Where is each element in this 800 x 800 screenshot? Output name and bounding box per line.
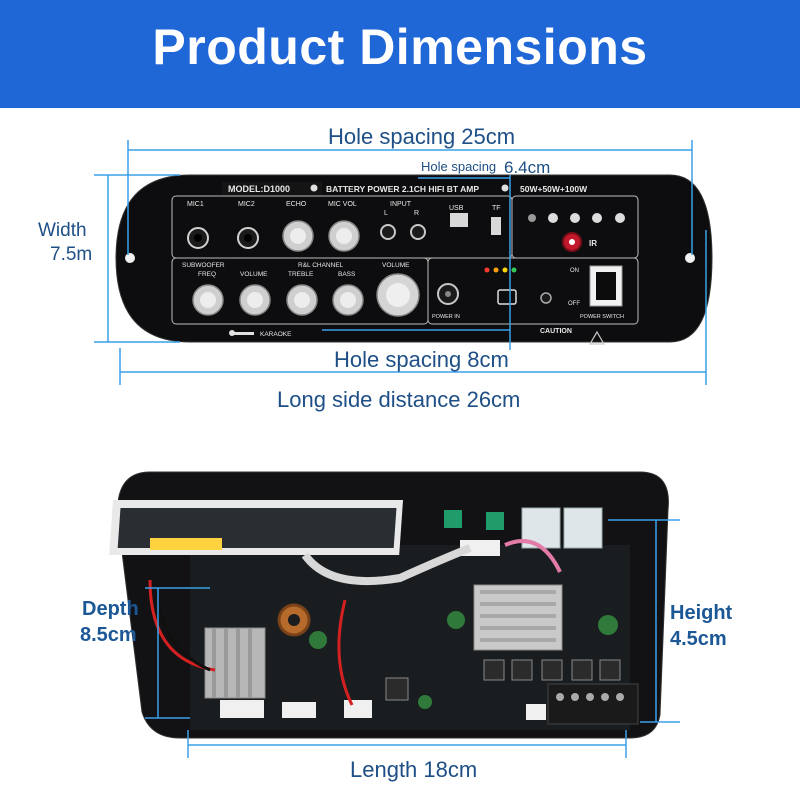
label-input: INPUT [390, 201, 412, 208]
amplifier-board [109, 471, 669, 739]
bottom-dimension-lines [145, 519, 680, 758]
caution-icon [588, 330, 606, 345]
label-power-in: POWER IN [432, 314, 460, 320]
depth-label: Depth [82, 598, 139, 620]
label-rl-channel: R&L CHANNEL [298, 262, 344, 269]
microphone-icon [232, 332, 254, 335]
label-usb: USB [449, 205, 464, 212]
label-input-l: L [384, 210, 388, 217]
long-side-distance-label: Long side distance 26cm [277, 387, 521, 412]
mounting-hole-left [125, 253, 135, 263]
front-panel: MODEL:D1000 BATTERY POWER 2.1CH HIFI BT … [115, 174, 713, 345]
height-value: 4.5cm [670, 628, 727, 650]
label-subwoofer: SUBWOOFER [182, 262, 225, 269]
label-bass: BASS [338, 271, 356, 278]
panel-power: 50W+50W+100W [520, 184, 588, 194]
length-label: Length 18cm [350, 757, 478, 782]
width-label: Width [38, 220, 87, 241]
label-karaoke: KARAOKE [260, 331, 292, 338]
page-title: Product Dimensions [152, 19, 648, 75]
mounting-hole-right [685, 253, 695, 263]
hole-spacing-small-label: Hole spacing [421, 159, 497, 174]
top-dimension-lines [94, 140, 707, 385]
label-volume-main: VOLUME [382, 262, 410, 269]
label-on: ON [570, 268, 579, 274]
label-mic2: MIC2 [238, 201, 255, 208]
label-volume: VOLUME [240, 271, 268, 278]
label-mic1: MIC1 [187, 201, 204, 208]
label-echo: ECHO [286, 201, 307, 208]
hole-spacing-bottom-label: Hole spacing 8cm [334, 347, 509, 372]
label-ir: IR [589, 239, 597, 248]
depth-value: 8.5cm [80, 624, 137, 646]
panel-title: BATTERY POWER 2.1CH HIFI BT AMP [326, 184, 479, 194]
label-power-switch: POWER SWITCH [580, 314, 624, 320]
width-value: 7.5m [50, 244, 93, 265]
label-treble: TREBLE [288, 271, 314, 278]
header-banner [0, 0, 800, 108]
label-off: OFF [568, 301, 580, 307]
panel-model: MODEL:D1000 [228, 184, 290, 194]
label-freq: FREQ [198, 271, 216, 278]
label-caution: CAUTION [540, 328, 572, 335]
hole-spacing-small-value: 6.4cm [504, 158, 551, 177]
hole-spacing-top-label: Hole spacing 25cm [328, 124, 516, 149]
height-label: Height [670, 602, 733, 624]
label-tf: TF [492, 205, 501, 212]
label-input-r: R [414, 210, 419, 217]
label-mic-vol: MIC VOL [328, 201, 357, 208]
bluetooth-icon [497, 289, 517, 305]
